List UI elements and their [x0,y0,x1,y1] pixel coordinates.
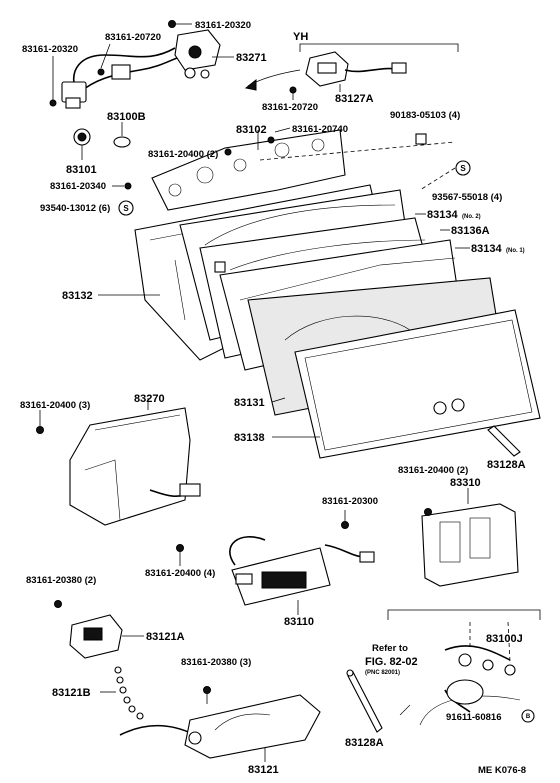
label-refer-to: Refer to [372,643,408,654]
label-83161-20340: 83161-20340 [50,181,106,192]
screw-83161-20400-4 [176,544,184,566]
module-83310 [421,488,519,587]
label-83127A: 83127A [335,93,374,105]
label-83128A-bottom: 83128A [345,737,384,749]
label-91611-60816: 91611-60816 [446,712,501,723]
screw-83161-20400-2b [424,508,432,516]
corner-code: ME K076-8 [478,765,526,776]
label-83136A: 83136A [451,225,490,237]
label-83161-20740: 83161-20740 [292,124,348,135]
label-83270: 83270 [134,393,165,405]
screw-83161-20320-left [49,56,57,107]
label-yh: YH [293,31,308,43]
label-83161-20300: 83161-20300 [322,496,378,507]
label-83161-20720-top: 83161-20720 [105,32,161,43]
detail-inset: B [387,609,541,726]
label-83121B: 83121B [52,687,91,699]
label-83161-20320-left: 83161-20320 [22,44,78,55]
callout-s-right-text: S [460,164,466,173]
label-90183-05103: 90183-05103 (4) [390,110,460,121]
label-fig-82-02: FIG. 82-02 [365,656,418,668]
label-83121A: 83121A [146,631,185,643]
label-83134-no2-suffix: (No. 2) [462,214,481,220]
screw-83161-20720-top [97,43,111,76]
yh-group-83127A [244,43,459,100]
pin-83128A-right [487,425,521,457]
switch-assembly-83121 [119,694,321,762]
label-83132: 83132 [62,290,93,302]
label-83161-20320-top: 83161-20320 [195,20,251,31]
screw-83161-20400-2a [224,148,232,156]
nut-90183-05103 [415,133,427,145]
label-83134-no1: 83134 [471,243,502,255]
label-83161-20400-2a: 83161-20400 (2) [148,149,218,160]
screw-83161-20400-3 [36,410,44,434]
label-93567-55018: 93567-55018 (4) [432,192,502,203]
screw-83161-20340 [112,182,132,190]
label-83100J: 83100J [486,633,523,645]
label-83100B: 83100B [107,111,146,123]
label-83134-no1-suffix: (No. 1) [506,248,525,254]
wiring-harness-83271 [61,29,221,109]
label-83138: 83138 [234,432,265,444]
label-83110: 83110 [284,616,314,628]
label-83271: 83271 [236,52,267,64]
label-83161-20720-mid: 83161-20720 [262,102,318,113]
label-83161-20400-4: 83161-20400 (4) [145,568,215,579]
callout-b-text: B [526,714,531,720]
label-83310: 83310 [450,477,481,489]
display-83110 [229,536,375,615]
label-83161-20400-2b: 83161-20400 (2) [398,465,468,476]
label-pnc-82001: (PNC 82001) [365,670,400,676]
module-83270 [69,398,201,526]
label-83161-20380-3: 83161-20380 (3) [181,657,251,668]
screw-83161-20380-3 [203,686,211,704]
screw-83161-20300 [341,510,349,529]
callout-s-left-text: S [123,204,129,213]
label-83102: 83102 [236,124,267,136]
screw-83161-20320-top [168,20,192,28]
harness-83121B [100,666,144,720]
label-83101: 83101 [66,164,97,176]
switch-83121A [69,614,144,659]
bulb-83100B [113,122,131,148]
label-83161-20380-2: 83161-20380 (2) [26,575,96,586]
screw-83161-20380-2 [54,600,62,608]
callout-s-right: S [455,160,471,176]
label-83134-no2: 83134 [427,209,458,221]
label-83121: 83121 [248,764,279,776]
screw-83161-20740 [267,127,291,144]
label-83128A-right: 83128A [487,459,526,471]
printed-circuit-83102 [151,129,346,211]
label-83161-20400-3: 83161-20400 (3) [20,400,90,411]
label-93540-13012: 93540-13012 (6) [40,203,110,214]
glass-83138 [272,309,541,459]
socket-83101 [73,128,91,160]
label-83131: 83131 [234,397,265,409]
callout-s-left: S [118,200,134,216]
pin-83128A-bottom [346,669,383,733]
